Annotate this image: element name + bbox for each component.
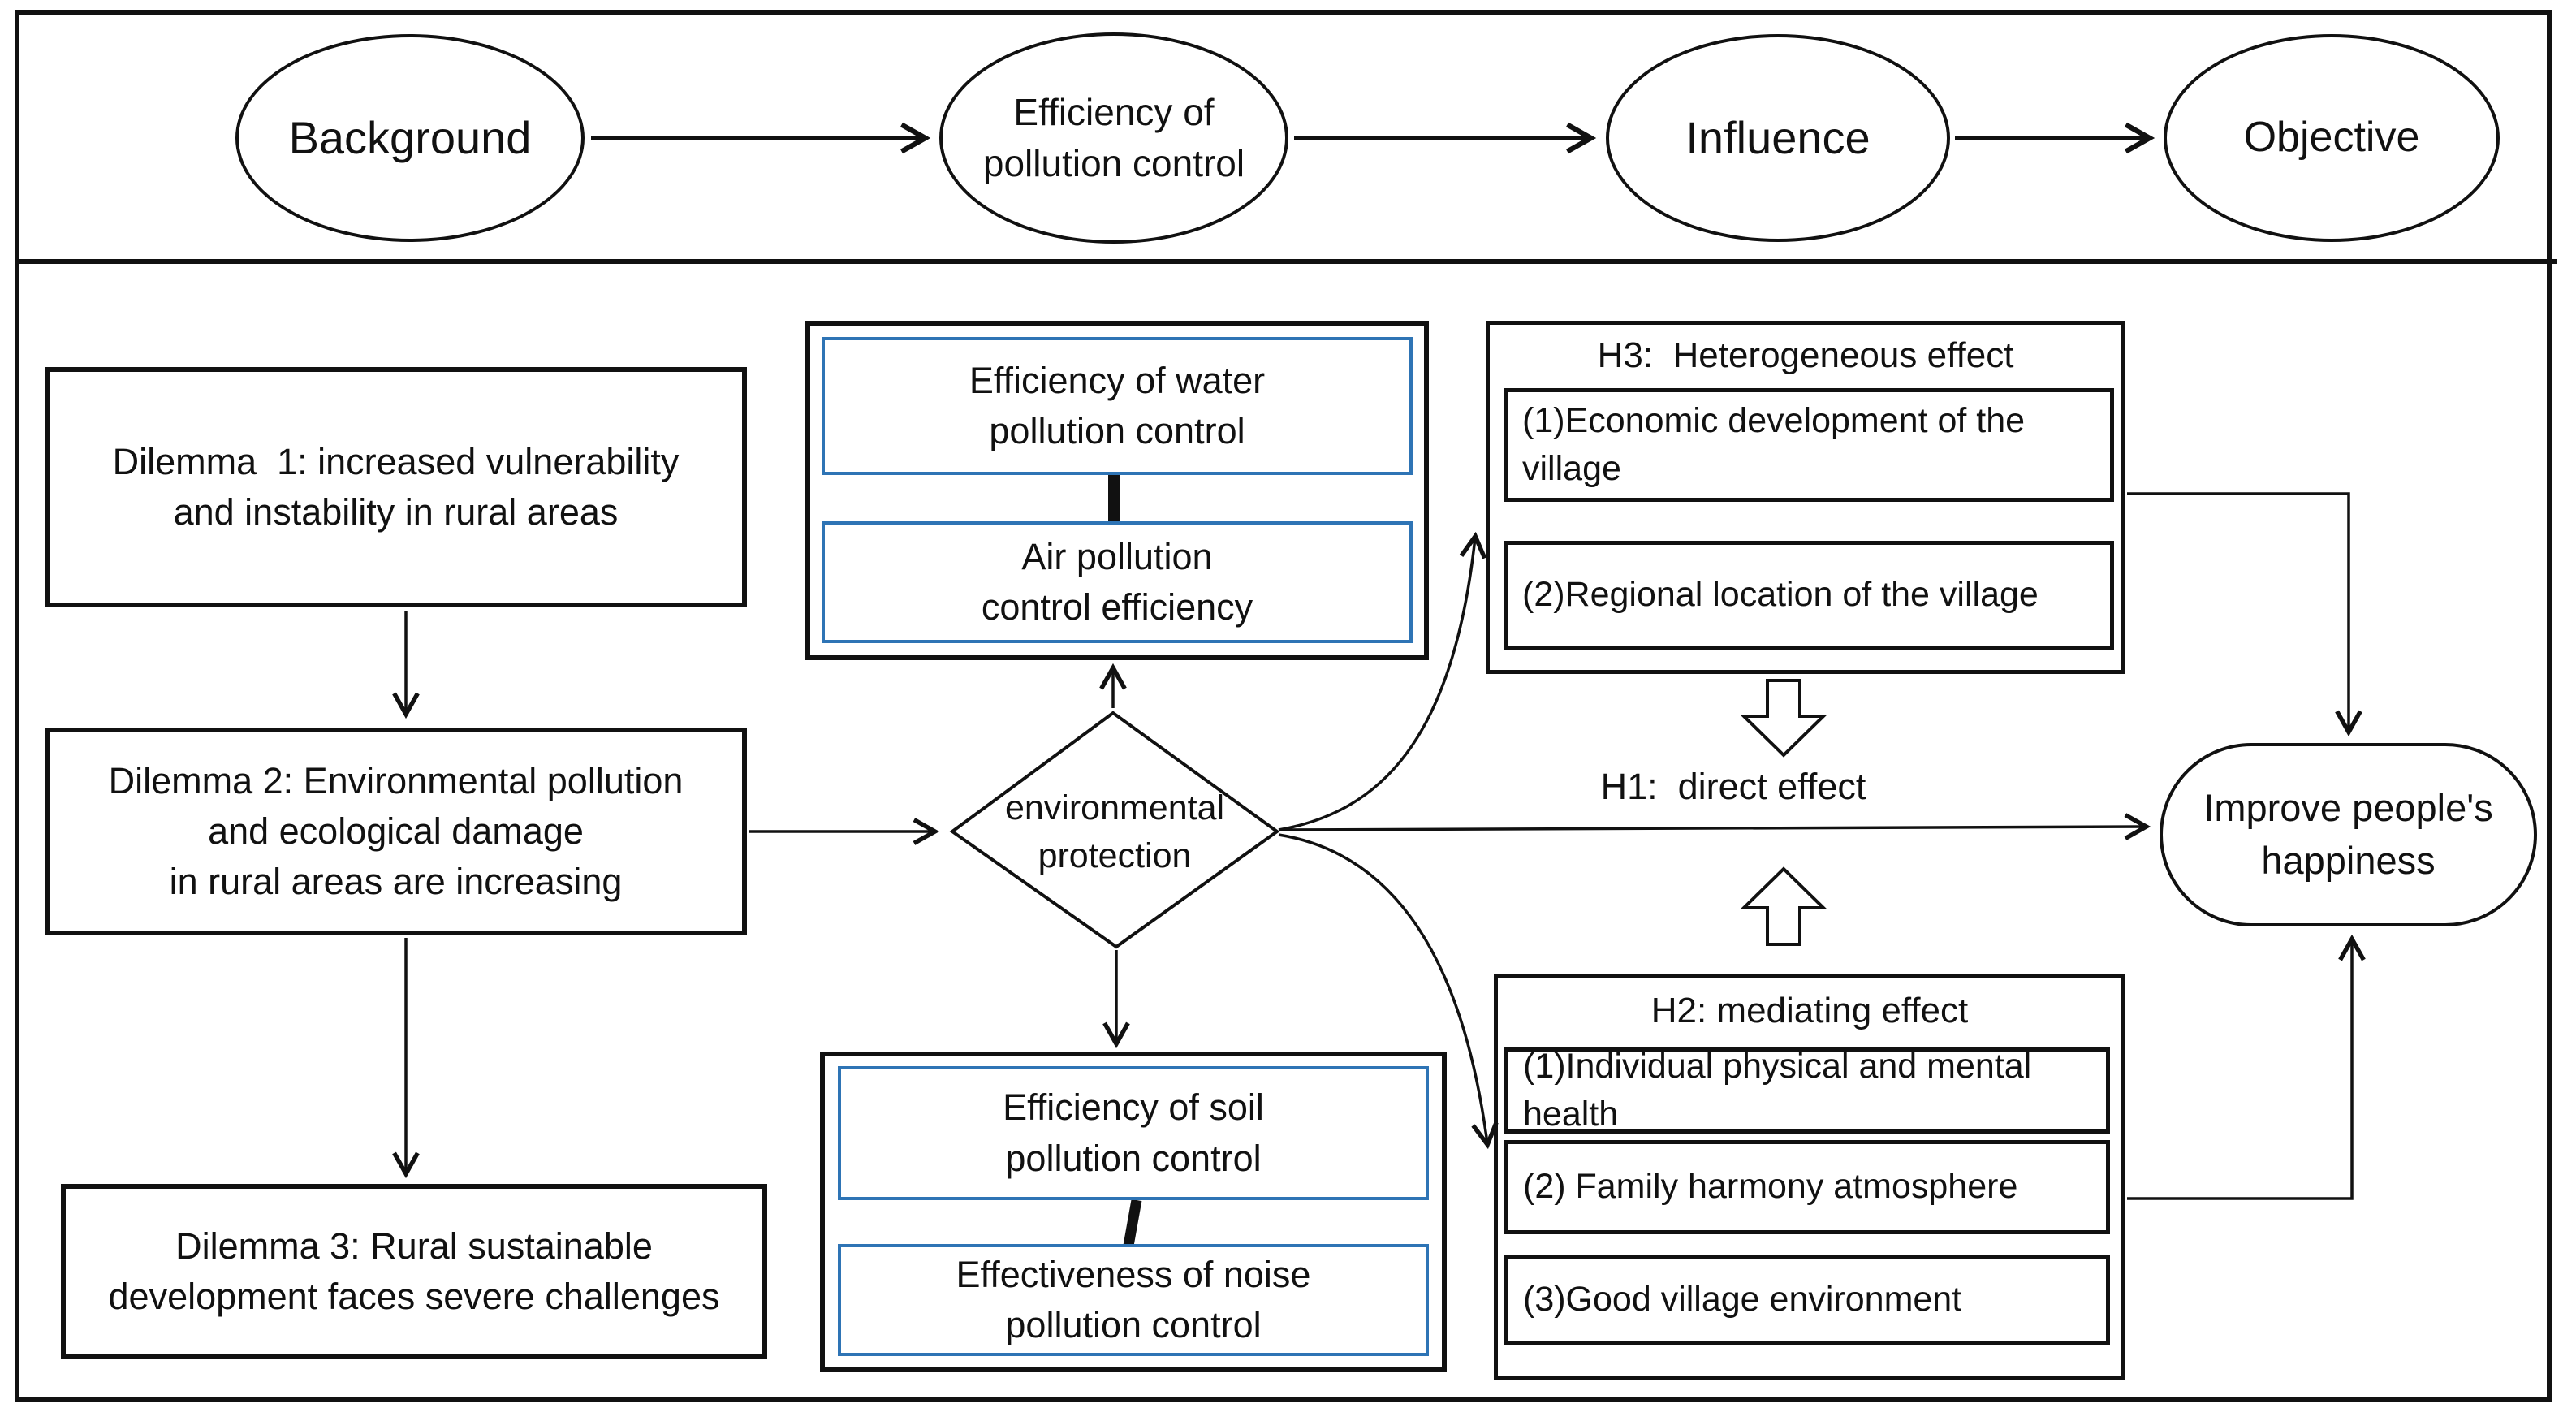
- environmental-protection-diamond-label: environmental protection: [989, 755, 1241, 909]
- water-pollution-box: Efficiency of water pollution control: [822, 337, 1413, 475]
- h2-item-label: (2) Family harmony atmosphere: [1523, 1167, 2018, 1207]
- diamond-shape: [949, 710, 1280, 949]
- dilemma-3-box: Dilemma 3: Rural sustainable development…: [61, 1184, 767, 1359]
- h2-item-label: (1)Individual physical and mental health: [1523, 1046, 2042, 1134]
- diamond-label: environmental protection: [1004, 788, 1225, 875]
- connector-h2-to-outcome: [2127, 934, 2366, 1200]
- stage-oval-efficiency-of-pollution-control: Efficiency of pollution control: [939, 32, 1288, 244]
- water-pollution-label: Efficiency of water pollution control: [969, 359, 1266, 451]
- air-pollution-box: Air pollution control efficiency: [822, 521, 1413, 643]
- stage-label: Background: [288, 112, 532, 164]
- noise-pollution-label: Effectiveness of noise pollution control: [956, 1253, 1311, 1345]
- h3-heterogeneous-box: [1486, 321, 2125, 674]
- dilemma-1-label: Dilemma 1: increased vulnerability and i…: [112, 440, 680, 533]
- stage-oval-influence: Influence: [1606, 34, 1950, 242]
- dilemma-3-label: Dilemma 3: Rural sustainable development…: [108, 1224, 720, 1317]
- hollow-down-arrow: [1740, 679, 1827, 758]
- dilemma-1-box: Dilemma 1: increased vulnerability and i…: [45, 367, 747, 607]
- curve-diamond-to-h3: [1278, 531, 1487, 831]
- arrow-h1-direct-effect: [1280, 813, 2151, 840]
- link-stub-soil-noise: [1123, 1199, 1142, 1247]
- outer-frame: [15, 10, 2552, 1402]
- stage-label: Objective: [2243, 114, 2420, 162]
- h2-item-label: (3)Good village environment: [1523, 1280, 1962, 1320]
- soil-noise-group-box: [820, 1052, 1447, 1372]
- h2-title: H2: mediating effect: [1494, 987, 2125, 1034]
- stage-oval-background: Background: [235, 34, 585, 242]
- air-pollution-label: Air pollution control efficiency: [981, 535, 1253, 628]
- dilemma-2-box: Dilemma 2: Environmental pollution and e…: [45, 728, 747, 935]
- stage-oval-objective: Objective: [2164, 34, 2500, 242]
- connector-h3-to-outcome: [2127, 492, 2362, 737]
- water-air-group-box: [805, 321, 1429, 660]
- dilemma-2-label: Dilemma 2: Environmental pollution and e…: [108, 759, 684, 903]
- soil-pollution-label: Efficiency of soil pollution control: [1003, 1086, 1264, 1179]
- curve-diamond-to-h2: [1278, 833, 1499, 1150]
- hollow-up-arrow: [1740, 866, 1827, 946]
- h1-label: H1: direct effect: [1600, 765, 1866, 807]
- h2-title-label: H2: mediating effect: [1650, 990, 1969, 1030]
- h2-item-individual-health: (1)Individual physical and mental health: [1504, 1047, 2110, 1134]
- outcome-happiness-box: Improve people's happiness: [2160, 743, 2537, 926]
- outcome-label: Improve people's happiness: [2203, 786, 2493, 882]
- h2-item-family-harmony: (2) Family harmony atmosphere: [1504, 1140, 2110, 1234]
- h1-direct-effect-label: H1: direct effect: [1543, 762, 1924, 812]
- h3-title-label: H3: Heterogeneous effect: [1597, 335, 2014, 375]
- h3-item-label: (2)Regional location of the village: [1522, 575, 2039, 615]
- noise-pollution-box: Effectiveness of noise pollution control: [838, 1244, 1429, 1356]
- stage-label: Influence: [1685, 112, 1871, 164]
- soil-pollution-box: Efficiency of soil pollution control: [838, 1066, 1429, 1200]
- h3-item-economic-development: (1)Economic development of the village: [1504, 388, 2114, 502]
- h2-mediating-box: [1494, 974, 2125, 1380]
- stage-label: Efficiency of pollution control: [982, 90, 1245, 184]
- h3-title: H3: Heterogeneous effect: [1486, 331, 2125, 380]
- h3-item-label: (1)Economic development of the village: [1522, 400, 2035, 488]
- h2-item-village-environment: (3)Good village environment: [1504, 1255, 2110, 1345]
- h3-item-regional-location: (2)Regional location of the village: [1504, 541, 2114, 650]
